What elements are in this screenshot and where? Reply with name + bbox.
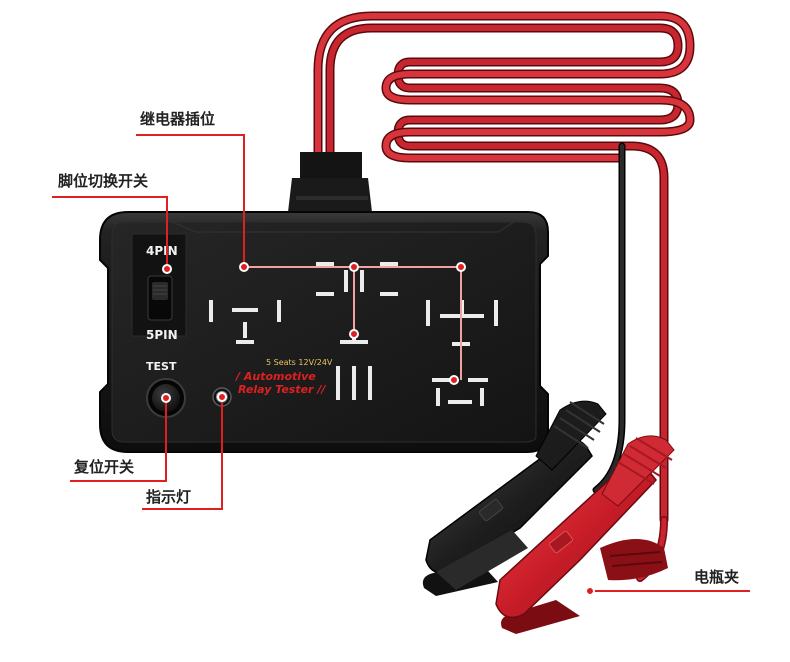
coiled-cable [313, 11, 695, 582]
relay-socket-label: 继电器插位 [140, 110, 216, 128]
red-battery-clip [495, 435, 675, 634]
brand-line-2: Relay Tester // [238, 383, 326, 396]
brand-line-1: / Automotive [236, 370, 316, 383]
pin-switch-label: 脚位切换开关 [58, 172, 149, 190]
indicator-light-label: 指示灯 [146, 488, 192, 506]
pin-switch-marker [162, 264, 172, 274]
reset-switch-label: 复位开关 [74, 458, 135, 476]
black-battery-clip [422, 400, 607, 596]
relay-socket-marker [349, 262, 359, 272]
cable-strain-relief [288, 152, 372, 212]
relay-socket-marker [449, 375, 459, 385]
spec-text: 5 Seats 12V/24V [266, 358, 333, 367]
pin-top-label: 4PIN [146, 244, 178, 258]
battery-clip-marker [585, 586, 595, 596]
reset-switch-marker [161, 393, 171, 403]
relay-socket-marker [349, 329, 359, 339]
indicator-light-marker [217, 392, 227, 402]
tester-body [99, 211, 549, 453]
pin-bottom-label: 5PIN [146, 328, 178, 342]
test-label: TEST [146, 360, 177, 373]
relay-sockets [209, 262, 498, 406]
relay-socket-marker [456, 262, 466, 272]
battery-clip-label: 电瓶夹 [694, 568, 740, 586]
relay-socket-marker [239, 262, 249, 272]
